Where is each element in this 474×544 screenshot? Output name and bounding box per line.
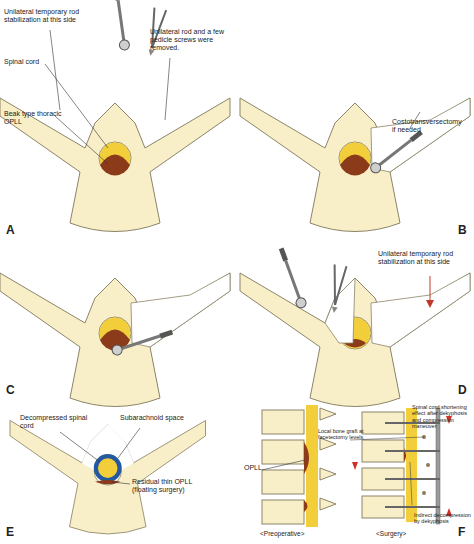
panel-letter: E — [6, 526, 26, 540]
annotation-label: Spinal cord — [4, 58, 64, 66]
arrow-head — [426, 300, 434, 308]
resected-area — [371, 273, 470, 347]
burr-tool — [276, 247, 307, 310]
annotation-label: Local bone graft at facetectomy levels — [318, 428, 378, 441]
panel-letter: B — [458, 224, 474, 238]
opll — [304, 500, 308, 512]
panel-letter: D — [458, 384, 474, 398]
graft-chip — [422, 491, 426, 495]
leader-line — [50, 30, 60, 110]
annotation-label: Decompressed spinal cord — [20, 414, 90, 430]
screw — [385, 506, 440, 508]
canal-contents — [100, 143, 131, 176]
panel-letter: F — [458, 526, 474, 540]
leader-line — [118, 428, 140, 458]
vertebra-shape — [10, 421, 206, 534]
leader-line — [60, 432, 100, 462]
annotation-label: Spinal cord shortening effect after deky… — [412, 404, 470, 429]
pointer-arrow — [426, 276, 434, 308]
vertebra-d — [240, 273, 470, 407]
screw — [385, 450, 440, 452]
leader-lines-e — [60, 428, 140, 484]
vertebra-e — [10, 421, 206, 534]
vertebral-body — [262, 410, 304, 434]
vertebral-body — [262, 500, 304, 524]
vertebral-body — [262, 470, 304, 494]
bone-graft — [422, 435, 430, 495]
annotation-label: Unilateral temporary rod stabilization a… — [378, 250, 470, 266]
burr-tool — [111, 0, 130, 51]
residual-opll — [95, 480, 121, 484]
decompressed-cord — [96, 456, 120, 480]
annotation-label: Unilateral temporary rod stabilization a… — [4, 8, 92, 24]
annotation-label: Indirect decompression by dekyphosis — [414, 512, 472, 525]
vertebra-shape — [240, 273, 470, 407]
burr-tool — [111, 327, 174, 356]
arrow-head — [352, 462, 358, 470]
vertebral-body — [262, 440, 304, 464]
vertebra-a — [0, 98, 230, 232]
annotation-label: Subarachnoid space — [120, 414, 190, 422]
vertebra-shape — [240, 98, 470, 232]
leader-line — [55, 116, 108, 164]
annotation-label: OPLL — [244, 464, 274, 472]
compression-arrows — [352, 416, 452, 516]
burr-tool — [369, 128, 425, 175]
rongeur-tool — [328, 265, 347, 314]
annotation-label: Costotransversectomy if needed — [392, 118, 464, 134]
panel-letter: A — [6, 224, 26, 238]
vertebra-b — [240, 98, 470, 232]
graft-chip — [426, 463, 430, 467]
vertebra-shape — [0, 98, 230, 232]
resected-area — [131, 273, 230, 347]
posterior-elements — [320, 408, 336, 510]
spine-preoperative — [262, 405, 336, 527]
leader-line — [112, 482, 130, 484]
annotation-label: Residual thin OPLL (floating surgery) — [132, 478, 212, 494]
annotation-label: <Surgery> — [376, 530, 436, 537]
arrow-line — [430, 276, 431, 302]
leader-line — [165, 58, 170, 120]
annotation-label: Unilateral rod and a few pedicle screws … — [150, 28, 230, 52]
vertebra-c — [0, 273, 230, 407]
annotation-label: Beak type thoracic OPLL — [4, 110, 64, 126]
spine-surgery — [350, 408, 452, 524]
pedicle-screws — [385, 423, 440, 507]
canal-contents — [340, 143, 371, 176]
annotation-label: <Preoperative> — [260, 530, 330, 537]
opll — [304, 442, 309, 474]
leader-line — [262, 460, 305, 470]
vertebra-shape — [0, 273, 230, 407]
leader-line — [410, 462, 412, 505]
screw — [385, 478, 440, 480]
panel-letter: C — [6, 384, 26, 398]
spinal-cord — [306, 405, 318, 527]
